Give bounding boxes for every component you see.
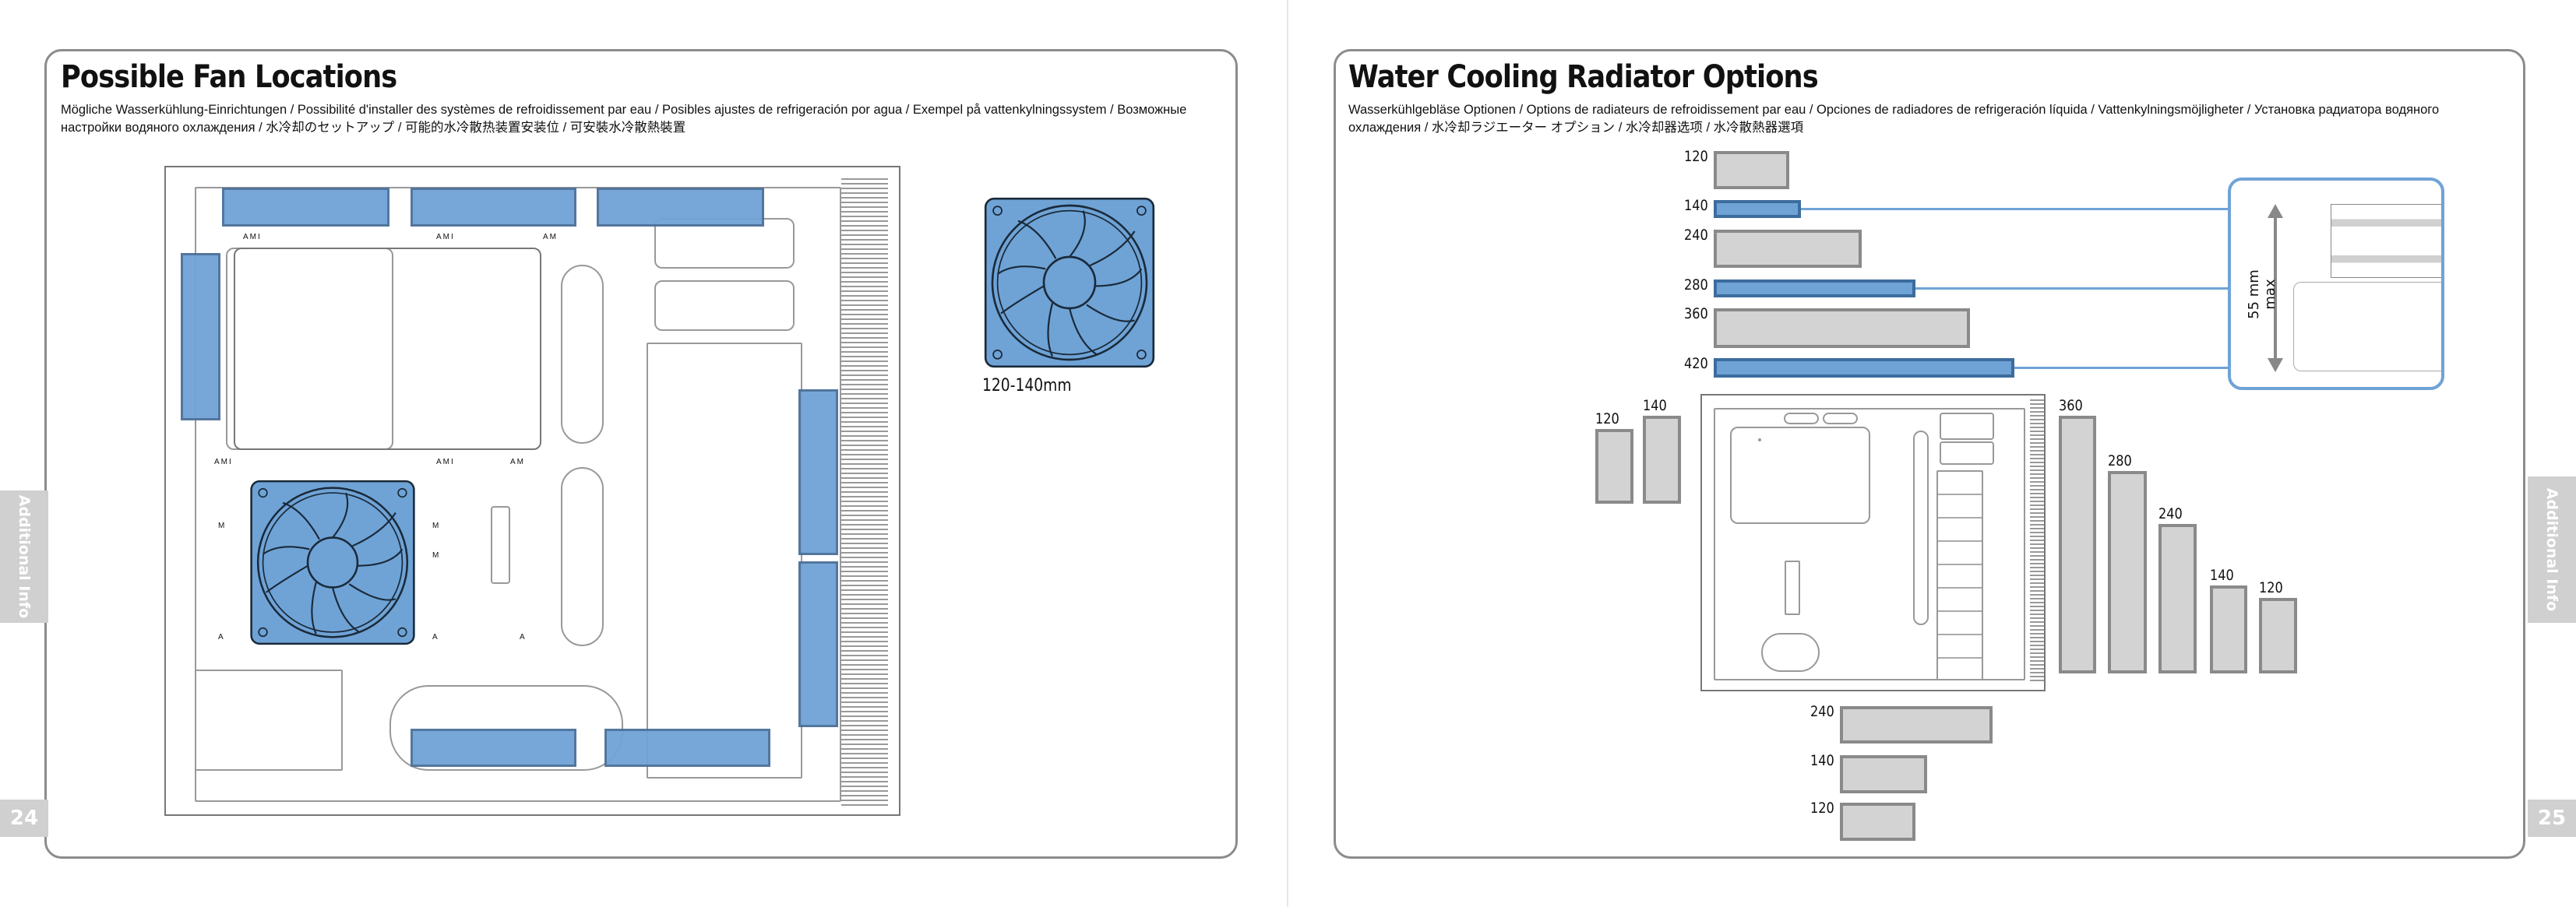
mount-label: M — [432, 551, 441, 560]
fan-location-bottom-2 — [604, 729, 770, 767]
fan-icon — [984, 197, 1155, 368]
radiator-front-140 — [2210, 585, 2247, 673]
radiator-label: 240 — [1684, 227, 1708, 244]
subtitle-line: настройки водяного охлаждения / 水冷却のセットア… — [61, 121, 686, 135]
radiator-top-140 — [1714, 200, 1801, 218]
mount-label: A — [218, 633, 225, 642]
mount-label: AMI — [214, 458, 233, 466]
side-tab: Additional Info — [2528, 476, 2576, 623]
fan-location-bottom-1 — [411, 729, 576, 767]
connector-line — [1915, 287, 2229, 290]
page-number: 25 — [2528, 800, 2576, 837]
page-title: Water Cooling Radiator Options — [1348, 59, 1819, 95]
mount-label: A — [432, 633, 439, 642]
mount-label: AM — [510, 458, 525, 466]
fan-location-rear — [181, 253, 220, 420]
fan-location-front-2 — [798, 561, 838, 727]
radiator-front-280 — [2108, 471, 2147, 673]
page-subtitle: Mögliche Wasserkühlung-Einrichtungen / P… — [61, 101, 1229, 137]
fan-location-top-1 — [222, 188, 389, 227]
mount-label: AMI — [243, 233, 262, 241]
radiator-label: 360 — [1684, 305, 1708, 322]
mount-label: AMI — [436, 458, 455, 466]
fan-location-side — [250, 480, 415, 645]
mount-label: A — [520, 633, 527, 642]
connector-line — [2014, 367, 2229, 369]
radiator-label: 140 — [1643, 397, 1667, 414]
right-page-frame — [1334, 49, 2525, 859]
radiator-bottom-120 — [1840, 803, 1915, 841]
radiator-label: 120 — [1684, 148, 1708, 165]
radiator-top-280 — [1714, 279, 1915, 297]
radiator-front-360 — [2059, 416, 2096, 673]
fan-size-label: 120-140mm — [982, 376, 1072, 395]
radiator-label: 140 — [2210, 567, 2234, 584]
radiator-top-120 — [1714, 151, 1789, 189]
page-subtitle: Wasserkühlgebläse Optionen / Options de … — [1348, 101, 2517, 137]
clearance-detail: 55 mm max — [2228, 178, 2444, 390]
radiator-label: 240 — [1810, 703, 1834, 720]
mount-label: M — [432, 522, 441, 530]
radiator-label: 420 — [1684, 355, 1708, 372]
radiator-label: 140 — [1684, 197, 1708, 214]
radiator-front-240 — [2158, 524, 2197, 673]
radiator-label: 240 — [2158, 505, 2183, 522]
fan-location-top-2 — [411, 188, 576, 227]
side-tab: Additional Info — [0, 490, 48, 623]
subtitle-line: охлаждения / 水冷却ラジエーター オプション / 水冷却器选项 / … — [1348, 121, 1804, 135]
radiator-rear-120 — [1595, 429, 1633, 504]
radiator-top-240 — [1714, 230, 1862, 268]
left-page-frame — [44, 49, 1238, 859]
fan-location-front-1 — [798, 389, 838, 555]
mount-label: M — [218, 522, 227, 530]
page-number: 24 — [0, 800, 48, 837]
radiator-label: 120 — [1595, 410, 1619, 427]
radiator-label: 140 — [1810, 752, 1834, 769]
radiator-label: 120 — [1810, 800, 1834, 817]
mount-label: AM — [543, 233, 558, 241]
radiator-label: 360 — [2059, 397, 2083, 414]
radiator-bottom-240 — [1840, 706, 1993, 744]
radiator-top-420 — [1714, 358, 2014, 378]
radiator-rear-140 — [1643, 416, 1681, 504]
page-divider — [1287, 0, 1288, 907]
radiator-bottom-140 — [1840, 755, 1927, 793]
mount-label: AMI — [436, 233, 455, 241]
radiator-label: 280 — [2108, 452, 2132, 469]
page-title: Possible Fan Locations — [61, 59, 397, 95]
radiator-label: 120 — [2259, 579, 2283, 596]
connector-line — [1801, 208, 2229, 210]
subtitle-line: Wasserkühlgebläse Optionen / Options de … — [1348, 103, 2440, 117]
clearance-label: 55 mm max — [2246, 269, 2278, 319]
radiator-label: 280 — [1684, 276, 1708, 294]
radiator-front-120 — [2259, 598, 2297, 673]
arrow-icon — [2274, 210, 2277, 364]
radiator-top-360 — [1714, 308, 1970, 348]
fan-location-top-3 — [597, 188, 764, 227]
subtitle-line: Mögliche Wasserkühlung-Einrichtungen / P… — [61, 103, 1187, 117]
